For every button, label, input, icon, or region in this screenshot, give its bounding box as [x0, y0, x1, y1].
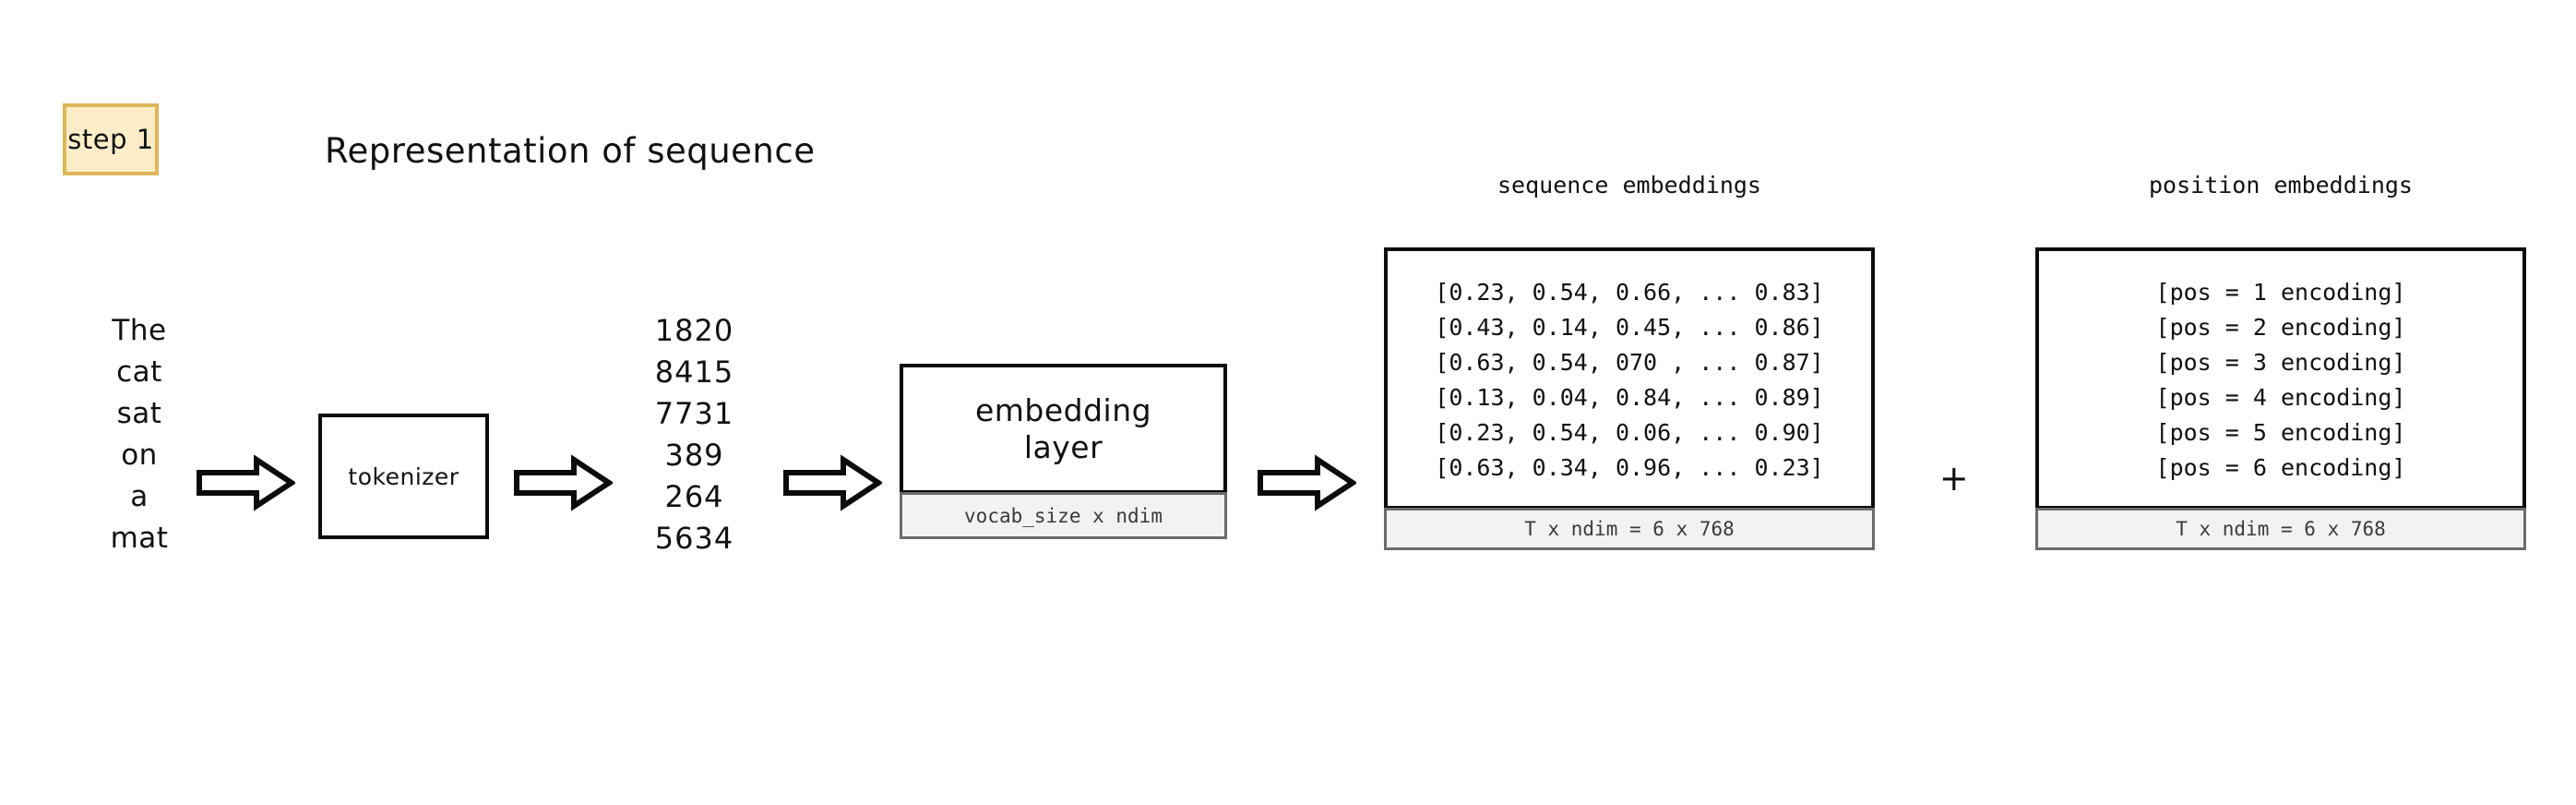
position-embeddings-caption: position embeddings: [2149, 172, 2413, 198]
sequence-embeddings-panel: sequence embeddings [0.23, 0.54, 0.66, .…: [1384, 172, 1875, 550]
matrix-row: [pos = 2 encoding]: [2155, 314, 2406, 341]
matrix-row: [0.43, 0.14, 0.45, ... 0.86]: [1435, 314, 1824, 341]
input-words-column: The cat sat on a mat: [85, 310, 194, 559]
input-word: The: [112, 314, 167, 347]
arrow-right-icon: [513, 454, 613, 511]
sequence-embeddings-shape-label: T x ndim = 6 x 768: [1524, 518, 1735, 540]
matrix-row: [pos = 6 encoding]: [2155, 454, 2406, 481]
step-badge: step 1: [63, 103, 159, 175]
embedding-layer-shape-label: vocab_size x ndim: [964, 504, 1163, 527]
matrix-row: [0.63, 0.54, 070 , ... 0.87]: [1435, 349, 1824, 376]
matrix-row: [pos = 1 encoding]: [2155, 279, 2406, 306]
input-word: a: [130, 480, 149, 513]
input-word: sat: [116, 397, 162, 430]
plus-operator: +: [1938, 458, 1970, 499]
matrix-row: [pos = 4 encoding]: [2155, 384, 2406, 411]
token-id: 5634: [654, 521, 734, 556]
step-badge-label: step 1: [67, 124, 154, 155]
position-embeddings-shape-label: T x ndim = 6 x 768: [2176, 518, 2386, 540]
tokenizer-box: tokenizer: [318, 414, 489, 539]
matrix-row: [pos = 3 encoding]: [2155, 349, 2406, 376]
sequence-embeddings-rows: [0.23, 0.54, 0.66, ... 0.83] [0.43, 0.14…: [1384, 247, 1875, 510]
matrix-row: [0.23, 0.54, 0.06, ... 0.90]: [1435, 419, 1824, 446]
input-word: on: [121, 439, 158, 472]
token-id: 264: [664, 479, 724, 514]
embedding-layer-box: embedding layer vocab_size x ndim: [900, 364, 1227, 539]
matrix-row: [0.23, 0.54, 0.66, ... 0.83]: [1435, 279, 1824, 306]
sequence-embeddings-caption: sequence embeddings: [1497, 172, 1761, 198]
sequence-embeddings-shape-footer: T x ndim = 6 x 768: [1384, 508, 1875, 550]
matrix-row: [pos = 5 encoding]: [2155, 419, 2406, 446]
position-embeddings-rows: [pos = 1 encoding] [pos = 2 encoding] [p…: [2035, 247, 2526, 510]
token-id: 7731: [654, 396, 734, 431]
embedding-layer-label-line1: embedding: [974, 391, 1152, 428]
token-id: 389: [664, 438, 724, 473]
arrow-right-icon: [1257, 454, 1356, 511]
diagram-title: Representation of sequence: [325, 131, 816, 171]
input-word: cat: [116, 355, 162, 389]
input-word: mat: [110, 522, 169, 555]
token-id: 8415: [654, 354, 734, 390]
matrix-row: [0.63, 0.34, 0.96, ... 0.23]: [1435, 454, 1824, 481]
embedding-layer-shape-footer: vocab_size x ndim: [900, 492, 1227, 539]
matrix-row: [0.13, 0.04, 0.84, ... 0.89]: [1435, 384, 1824, 411]
tokenizer-label: tokenizer: [348, 463, 459, 490]
token-id: 1820: [654, 313, 734, 348]
position-embeddings-shape-footer: T x ndim = 6 x 768: [2035, 508, 2526, 550]
embedding-layer-label-line2: layer: [1023, 428, 1103, 465]
position-embeddings-panel: position embeddings [pos = 1 encoding] […: [2035, 172, 2526, 550]
embedding-layer-body: embedding layer: [900, 364, 1227, 494]
arrow-right-icon: [196, 454, 295, 511]
arrow-right-icon: [782, 454, 882, 511]
token-ids-column: 1820 8415 7731 389 264 5634: [637, 310, 752, 559]
